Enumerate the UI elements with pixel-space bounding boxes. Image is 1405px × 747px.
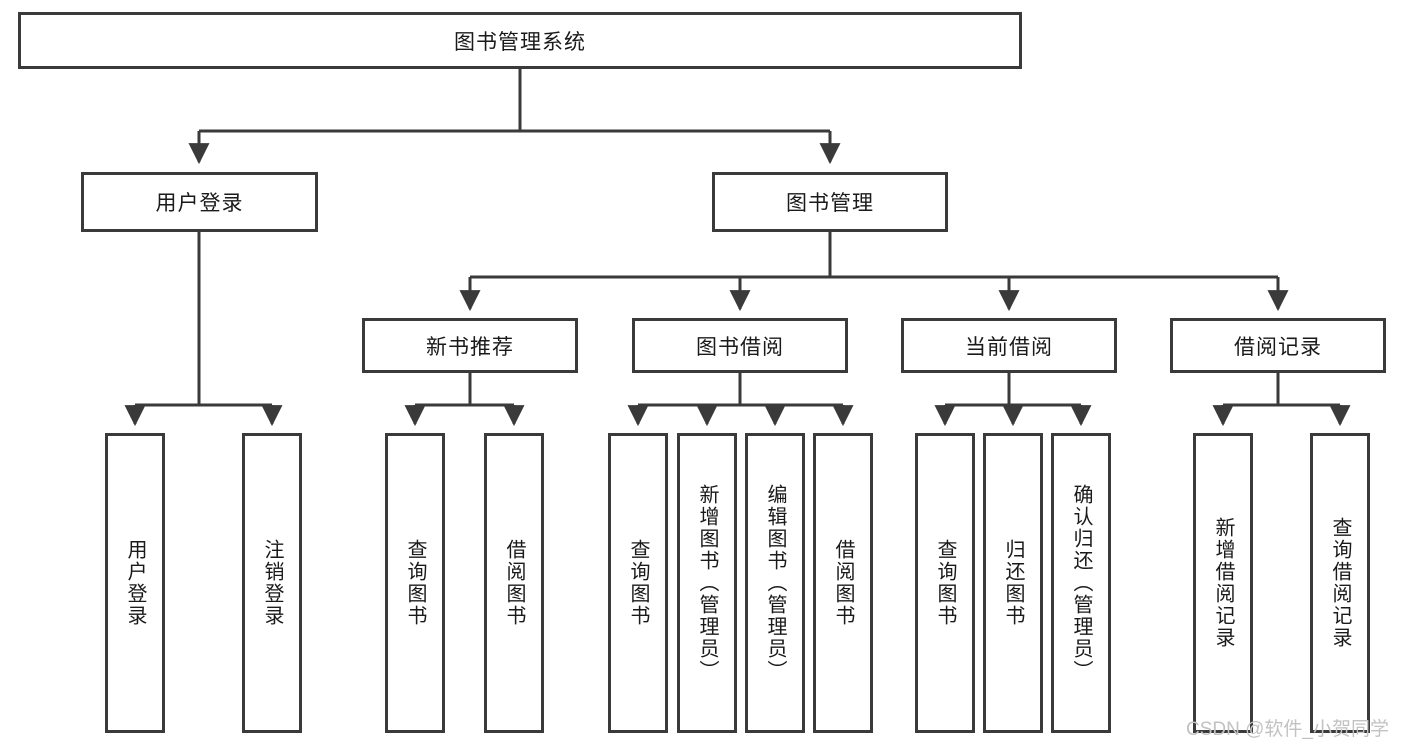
node-borrow-record-label: 借阅记录 <box>1234 335 1322 359</box>
node-leaf-add-borrow-record-label: 新增借阅记录 <box>1212 517 1234 649</box>
node-leaf-confirm-return-label: 确认归还（管理员） <box>1070 484 1092 682</box>
node-leaf-edit-book[interactable]: 编辑图书（管理员） <box>745 433 805 733</box>
node-leaf-query-borrow-record[interactable]: 查询借阅记录 <box>1310 433 1370 733</box>
node-leaf-return-book-label: 归还图书 <box>1002 539 1024 627</box>
node-leaf-borrow-book[interactable]: 借阅图书 <box>813 433 873 733</box>
node-leaf-user-login-label: 用户登录 <box>124 539 146 627</box>
node-book-management[interactable]: 图书管理 <box>712 172 948 232</box>
node-book-borrow-label: 图书借阅 <box>696 335 784 359</box>
node-leaf-borrow-book-recommend[interactable]: 借阅图书 <box>484 433 544 733</box>
node-leaf-confirm-return[interactable]: 确认归还（管理员） <box>1051 433 1111 733</box>
node-leaf-query-book-borrow-label: 查询图书 <box>627 539 649 627</box>
node-leaf-logout[interactable]: 注销登录 <box>242 433 302 733</box>
node-new-book-recommend-label: 新书推荐 <box>426 335 514 359</box>
node-leaf-query-book-current-label: 查询图书 <box>934 539 956 627</box>
node-root-label: 图书管理系统 <box>454 30 586 54</box>
node-leaf-add-borrow-record[interactable]: 新增借阅记录 <box>1193 433 1253 733</box>
node-leaf-add-book-label: 新增图书（管理员） <box>696 484 718 682</box>
node-leaf-logout-label: 注销登录 <box>261 539 283 627</box>
csdn-watermark: CSDN @软件_小贺同学 <box>1186 719 1389 740</box>
node-leaf-add-book[interactable]: 新增图书（管理员） <box>677 433 737 733</box>
node-user-login-label: 用户登录 <box>155 192 244 215</box>
node-leaf-edit-book-label: 编辑图书（管理员） <box>764 484 786 682</box>
node-root[interactable]: 图书管理系统 <box>18 12 1022 69</box>
node-leaf-query-borrow-record-label: 查询借阅记录 <box>1329 517 1351 649</box>
node-book-management-label: 图书管理 <box>786 192 874 215</box>
node-leaf-borrow-book-recommend-label: 借阅图书 <box>503 539 525 627</box>
node-leaf-query-book-recommend-label: 查询图书 <box>404 539 426 627</box>
node-leaf-return-book[interactable]: 归还图书 <box>983 433 1043 733</box>
node-current-borrow[interactable]: 当前借阅 <box>901 318 1117 373</box>
node-leaf-user-login[interactable]: 用户登录 <box>105 433 165 733</box>
node-book-borrow[interactable]: 图书借阅 <box>632 318 848 373</box>
node-new-book-recommend[interactable]: 新书推荐 <box>362 318 578 373</box>
node-leaf-borrow-book-label: 借阅图书 <box>832 539 854 627</box>
node-current-borrow-label: 当前借阅 <box>965 335 1053 359</box>
node-borrow-record[interactable]: 借阅记录 <box>1170 318 1386 373</box>
node-user-login[interactable]: 用户登录 <box>81 172 318 232</box>
node-leaf-query-book-borrow[interactable]: 查询图书 <box>608 433 668 733</box>
node-leaf-query-book-recommend[interactable]: 查询图书 <box>385 433 445 733</box>
node-leaf-query-book-current[interactable]: 查询图书 <box>915 433 975 733</box>
